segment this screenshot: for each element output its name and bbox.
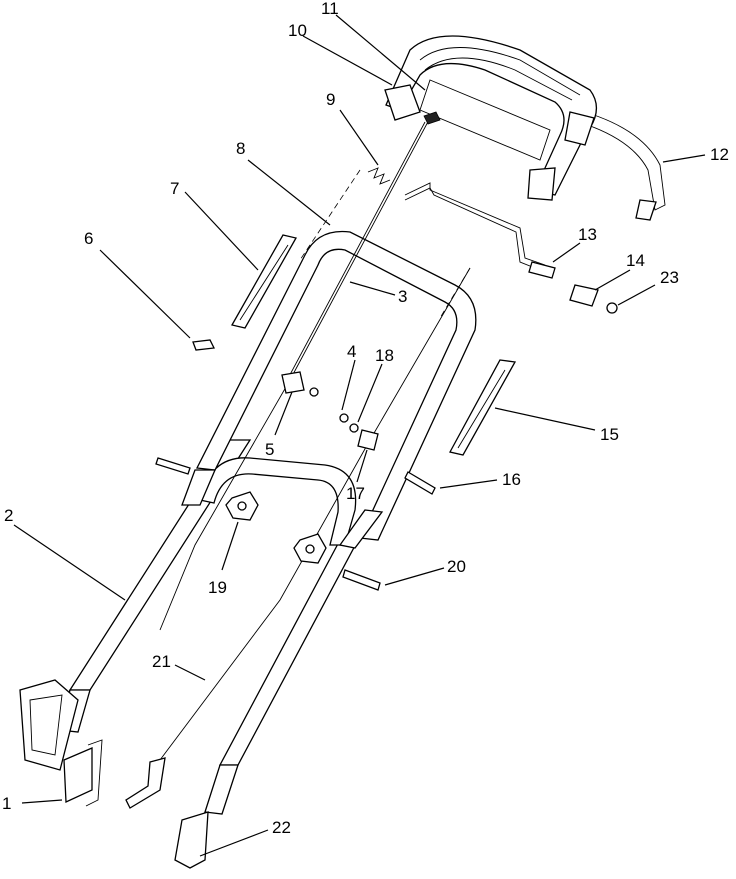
callout-10: 10 xyxy=(288,21,307,40)
cables xyxy=(159,117,471,761)
lower-handle-right-tube xyxy=(204,539,360,815)
callout-13: 13 xyxy=(578,225,597,244)
callout-3: 3 xyxy=(398,287,407,306)
callout-4: 4 xyxy=(347,342,356,361)
callout-1: 1 xyxy=(2,794,11,813)
callout-17: 17 xyxy=(346,484,365,503)
hardware xyxy=(125,111,618,869)
callout-14: 14 xyxy=(626,251,645,270)
callout-9: 9 xyxy=(326,90,335,109)
leader-lines xyxy=(13,14,706,857)
callout-12: 12 xyxy=(710,145,729,164)
callout-18: 18 xyxy=(375,346,394,365)
callout-8: 8 xyxy=(236,139,245,158)
control-bail xyxy=(404,107,666,271)
callout-16: 16 xyxy=(502,470,521,489)
callout-11: 11 xyxy=(321,0,339,18)
grip-pad-right xyxy=(449,359,517,456)
callout-2: 2 xyxy=(4,506,13,525)
grip-pad-left xyxy=(231,234,297,329)
callout-15: 15 xyxy=(600,425,619,444)
callout-20: 20 xyxy=(447,557,466,576)
callout-5: 5 xyxy=(265,440,274,459)
callout-22: 22 xyxy=(272,818,291,837)
callout-23: 23 xyxy=(660,268,679,287)
height-adjust-plate xyxy=(19,679,103,807)
callout-19: 19 xyxy=(208,578,227,597)
lower-handle-loop xyxy=(199,457,357,546)
callout-6: 6 xyxy=(84,229,93,248)
handle-console xyxy=(384,35,597,201)
callout-7: 7 xyxy=(170,179,179,198)
callout-21: 21 xyxy=(152,652,171,671)
upper-handle xyxy=(181,230,477,549)
callout-labels: 1 2 3 4 5 6 7 8 9 10 11 12 13 14 15 16 1… xyxy=(2,0,729,837)
